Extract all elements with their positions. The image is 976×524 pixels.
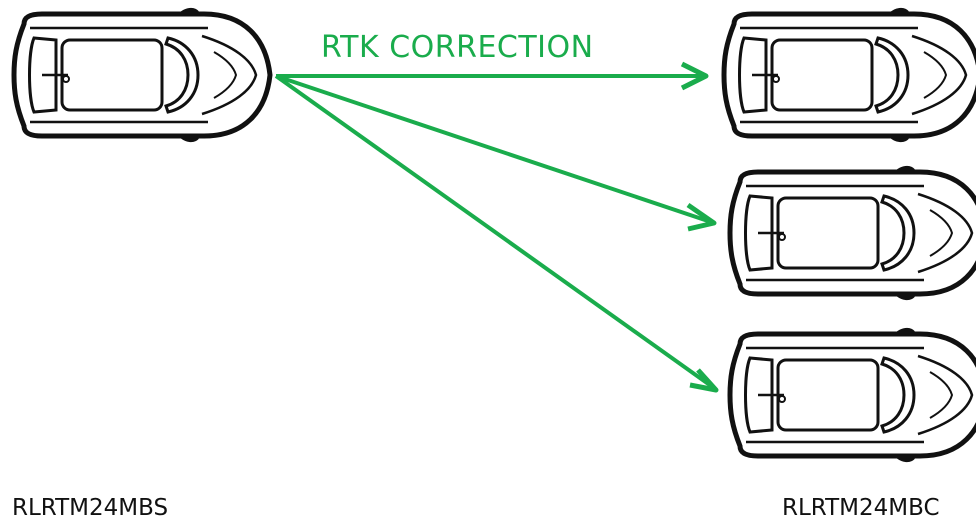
base-station-label: RLRTM24MBS [12,495,169,521]
rover-car-1-icon [724,10,976,140]
rover-label: RLRTM24MBC [782,495,940,521]
arrow-to-rover-1 [276,61,709,91]
rover-car-3-icon [730,330,976,460]
base-car-icon [14,10,270,140]
arrow-to-rover-2 [275,74,717,232]
rtk-correction-title: RTK CORRECTION [321,30,594,65]
arrow-to-rover-3 [274,74,719,393]
rover-car-2-icon [730,168,976,298]
